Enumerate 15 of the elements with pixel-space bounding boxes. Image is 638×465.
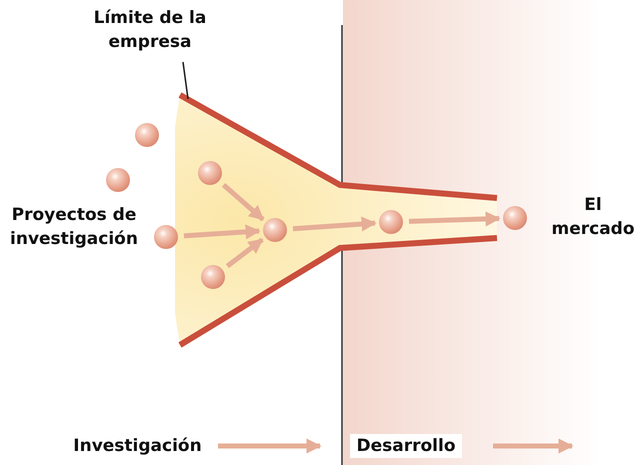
arrow [222,182,265,222]
phase-label: Investigación [72,435,203,458]
arrow [292,216,377,232]
arrow [184,224,261,240]
label: El mercado [550,194,636,241]
phase-label: Desarrollo [350,434,462,458]
arrow [226,238,264,268]
arrow [408,211,500,226]
sphere [106,168,130,192]
label: Proyectos de investigación [9,204,139,251]
sphere [135,123,159,147]
leader-line [182,62,189,100]
sphere [154,225,178,249]
funnel-outline [175,90,500,350]
boundary-label: Límite de la empresa [70,6,230,56]
